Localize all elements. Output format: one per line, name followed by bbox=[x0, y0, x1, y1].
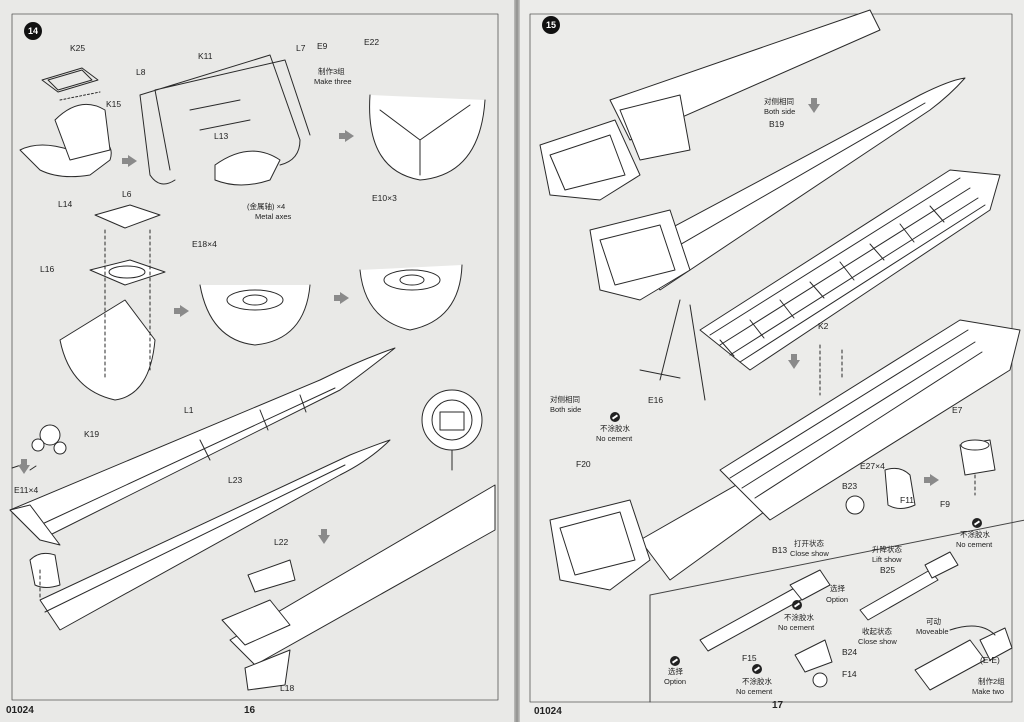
note-moveable-cn: 可动 bbox=[926, 617, 941, 626]
no-cement-icon bbox=[972, 518, 982, 528]
note-metal-axes-cn: (金属轴) ×4 bbox=[247, 202, 286, 211]
part-label-b24: B24 bbox=[842, 647, 858, 657]
note-both-side-left-en: Both side bbox=[550, 405, 582, 414]
part-label-l6: L6 bbox=[122, 189, 132, 199]
part-label-e10: E10×3 bbox=[372, 193, 397, 203]
part-label-e7: E7 bbox=[952, 405, 963, 415]
option-icon bbox=[670, 656, 680, 666]
right-arrow-icon bbox=[334, 292, 349, 304]
note-make-two-en: Make two bbox=[972, 687, 1005, 696]
note-option-2-en: Option bbox=[664, 677, 687, 686]
part-label-k15: K15 bbox=[106, 99, 122, 109]
part-label-b23: B23 bbox=[842, 481, 858, 491]
note-no-cement-1-en: No cement bbox=[596, 434, 633, 443]
no-cement-icon bbox=[610, 412, 620, 422]
note-no-cement-1-cn: 不涂胶水 bbox=[600, 424, 630, 433]
part-label-l8: L8 bbox=[136, 67, 146, 77]
note-no-cement-3-en: No cement bbox=[778, 623, 815, 632]
step-14-line-art bbox=[9, 13, 499, 701]
right-arrow-icon bbox=[174, 305, 189, 317]
right-arrow-icon bbox=[339, 130, 354, 142]
part-label-l13: L13 bbox=[214, 131, 229, 141]
step-number-14: 14 bbox=[24, 22, 42, 40]
part-label-l7: L7 bbox=[296, 43, 306, 53]
note-close-show-2-en: Close show bbox=[858, 637, 897, 646]
note-lift-show-en: Lift show bbox=[872, 555, 902, 564]
part-label-k19: K19 bbox=[84, 429, 100, 439]
note-both-side-top-en: Both side bbox=[764, 107, 796, 116]
note-option-2-cn: 选择 bbox=[668, 667, 683, 676]
book-spine bbox=[514, 0, 520, 722]
instruction-page-16: 14 K25 K15 L14 L8 K11 L7 L13 E9 E22 制作3组… bbox=[0, 0, 514, 722]
no-cement-icon bbox=[792, 600, 802, 610]
note-make-three-en: Make three bbox=[314, 77, 352, 86]
down-arrow-icon bbox=[808, 98, 820, 113]
note-no-cement-3-cn: 不涂胶水 bbox=[784, 613, 814, 622]
part-label-f14: F14 bbox=[842, 669, 857, 679]
part-label-e22: E22 bbox=[364, 37, 380, 47]
section-label-e-e: (E-E) bbox=[980, 655, 1000, 665]
note-both-side-top-cn: 对侧相同 bbox=[764, 97, 794, 106]
note-close-show-2-cn: 收起状态 bbox=[862, 627, 892, 636]
part-label-l22: L22 bbox=[274, 537, 289, 547]
note-lift-show-cn: 升降状态 bbox=[872, 545, 902, 554]
part-label-f11: F11 bbox=[900, 495, 915, 505]
down-arrow-icon bbox=[18, 459, 30, 474]
note-metal-axes-en: Metal axes bbox=[255, 212, 292, 221]
step-number-15: 15 bbox=[542, 16, 560, 34]
part-label-b19: B19 bbox=[769, 119, 785, 129]
part-label-l14: L14 bbox=[58, 199, 73, 209]
note-no-cement-2-en: No cement bbox=[956, 540, 993, 549]
page-number: 17 bbox=[772, 700, 784, 711]
note-no-cement-4-en: No cement bbox=[736, 687, 773, 696]
part-label-b25: B25 bbox=[880, 565, 896, 575]
part-label-f20: F20 bbox=[576, 459, 591, 469]
note-close-show-1-en: Close show bbox=[790, 549, 829, 558]
right-arrow-icon bbox=[924, 474, 939, 486]
kit-code: 01024 bbox=[6, 705, 34, 716]
note-option-1-cn: 选择 bbox=[830, 584, 845, 593]
down-arrow-icon bbox=[788, 354, 800, 369]
step-15-line-art bbox=[529, 9, 1024, 703]
kit-code: 01024 bbox=[534, 706, 562, 717]
page-number: 16 bbox=[244, 705, 256, 716]
part-label-e18: E18×4 bbox=[192, 239, 217, 249]
note-make-two-cn: 制作2组 bbox=[978, 677, 1005, 686]
note-close-show-1-cn: 打开状态 bbox=[794, 539, 824, 548]
part-label-e27: E27×4 bbox=[860, 461, 885, 471]
part-label-l16: L16 bbox=[40, 264, 55, 274]
note-no-cement-4-cn: 不涂胶水 bbox=[742, 677, 772, 686]
part-label-e16: E16 bbox=[648, 395, 664, 405]
note-moveable-en: Moveable bbox=[916, 627, 949, 636]
part-label-k2: K2 bbox=[818, 321, 829, 331]
part-label-l18: L18 bbox=[280, 683, 295, 693]
part-label-b13: B13 bbox=[772, 545, 788, 555]
note-make-three-cn: 制作3组 bbox=[318, 67, 345, 76]
part-label-k11: K11 bbox=[198, 51, 213, 61]
part-label-f9: F9 bbox=[940, 499, 950, 509]
note-both-side-left-cn: 对侧相同 bbox=[550, 395, 580, 404]
part-label-e11: E11×4 bbox=[14, 485, 39, 495]
note-no-cement-2-cn: 不涂胶水 bbox=[960, 530, 990, 539]
part-label-f15: F15 bbox=[742, 653, 757, 663]
part-label-l23: L23 bbox=[228, 475, 243, 485]
instruction-page-17: 15 对侧相同 Both side B19 K2 对侧相同 Both side … bbox=[520, 0, 1024, 722]
down-arrow-icon bbox=[318, 529, 330, 544]
part-label-k25: K25 bbox=[70, 43, 86, 53]
no-cement-icon bbox=[752, 664, 762, 674]
part-label-l1: L1 bbox=[184, 405, 194, 415]
right-arrow-icon bbox=[122, 155, 137, 167]
note-option-1-en: Option bbox=[826, 595, 849, 604]
part-label-e9: E9 bbox=[317, 41, 328, 51]
